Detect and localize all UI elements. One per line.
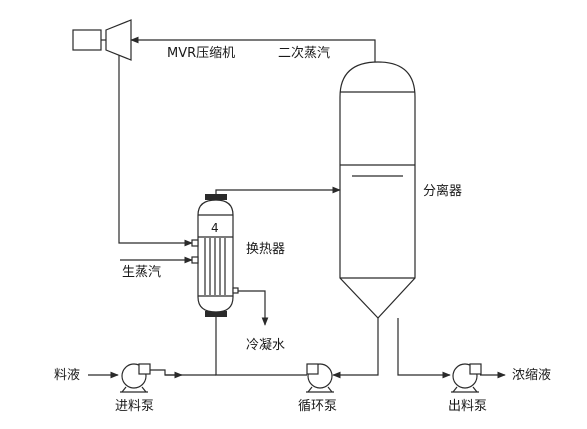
- compressed-steam-line: [118, 55, 193, 247]
- heat-exchanger-vessel: [191, 194, 239, 317]
- separator-outlet-line: [332, 318, 379, 379]
- discharge-line: [397, 318, 451, 379]
- heat-exchanger-number: 4: [211, 221, 219, 235]
- separator-label: 分离器: [423, 183, 462, 199]
- heat-exchanger-label: 换热器: [246, 242, 285, 257]
- live-steam-label: 生蒸汽: [122, 265, 161, 280]
- circulation-pump-label: 循环泵: [298, 399, 337, 414]
- condensate-label: 冷凝水: [246, 337, 285, 353]
- feed-pump-label: 进料泵: [115, 399, 154, 414]
- discharge-pump-label: 出料泵: [448, 399, 487, 414]
- circulation-pump-icon: [306, 363, 334, 393]
- vapor-line: [215, 186, 341, 200]
- compressor-icon: [72, 19, 132, 61]
- feed-pump-icon: [120, 363, 151, 393]
- compressor-label: MVR压缩机: [167, 45, 235, 61]
- concentrate-label: 浓缩液: [512, 367, 551, 383]
- feed-liquid-label: 料液: [54, 368, 80, 383]
- feed-pump-outlet-line: [150, 369, 216, 376]
- condensate-line: [238, 290, 269, 326]
- secondary-steam-line: [130, 36, 376, 62]
- discharge-pump-icon: [451, 363, 482, 393]
- separator-vessel: [339, 61, 416, 319]
- secondary-steam-label: 二次蒸汽: [278, 45, 330, 61]
